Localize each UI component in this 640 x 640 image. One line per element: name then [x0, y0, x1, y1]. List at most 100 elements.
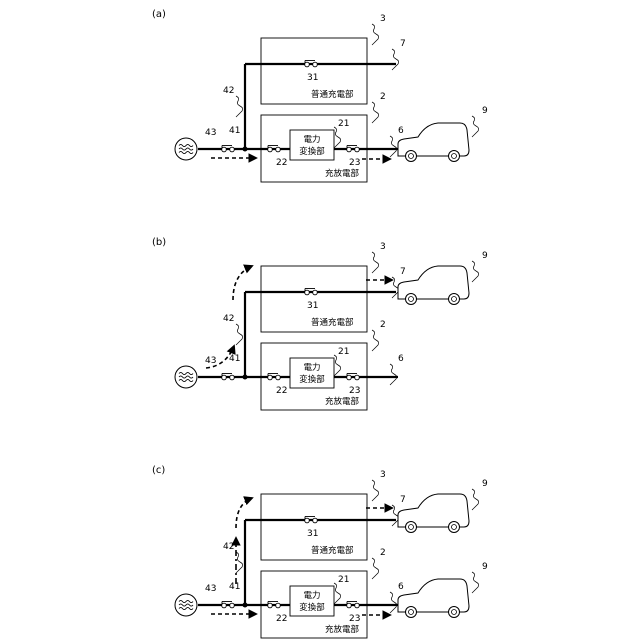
- ref-relay-31: 31: [307, 529, 318, 539]
- ref-relay-22: 22: [276, 158, 287, 168]
- vehicle-rear-hub: [452, 610, 457, 615]
- relay-contact-right: [355, 147, 360, 152]
- discharge-unit-label: 充放電部: [325, 396, 360, 407]
- ref-line-7: 7: [400, 267, 406, 277]
- panel-a: (a)普通充電部3充放電部2電力変換部21317424341222369: [152, 9, 488, 182]
- ref-relay-43: 43: [205, 356, 216, 366]
- leader-squiggle: [392, 49, 399, 70]
- ref-line-7: 7: [400, 39, 406, 49]
- panel-c: (c)普通充電部3充放電部2電力変換部213174243412223699: [152, 465, 488, 638]
- leader-squiggle: [472, 116, 479, 137]
- relay-contact-left: [347, 147, 352, 152]
- leader-squiggle: [372, 330, 379, 351]
- vehicle-front-hub: [409, 525, 414, 530]
- relay-contact-left: [222, 375, 227, 380]
- ref-vehicle: 9: [482, 106, 488, 116]
- converter-label-1: 電力: [303, 134, 320, 145]
- discharge-unit-label: 充放電部: [325, 168, 360, 179]
- leader-squiggle: [472, 261, 479, 282]
- relay-contact-left: [305, 518, 310, 523]
- relay-contact-left: [268, 147, 273, 152]
- ref-relay-43: 43: [205, 584, 216, 594]
- flow-arrow-up-branch: [233, 266, 252, 300]
- ref-line-41: 41: [229, 126, 240, 136]
- leader-squiggle: [372, 480, 379, 501]
- relay-contact-right: [313, 62, 318, 67]
- ref-relay-43: 43: [205, 128, 216, 138]
- ref-relay-23: 23: [349, 614, 360, 624]
- converter-label-1: 電力: [303, 590, 320, 601]
- junction-node: [243, 603, 248, 608]
- leader-squiggle: [372, 24, 379, 45]
- vehicle-normal: [398, 494, 469, 533]
- leader-squiggle: [236, 324, 243, 345]
- ref-relay-23: 23: [349, 386, 360, 396]
- panel-label: (a): [152, 9, 166, 20]
- ref-relay-22: 22: [276, 386, 287, 396]
- vehicle-front-hub: [409, 297, 414, 302]
- ref-discharge-unit: 2: [380, 92, 386, 102]
- normal-charger-label: 普通充電部: [311, 89, 354, 100]
- ref-converter: 21: [338, 575, 349, 585]
- relay-contact-right: [355, 375, 360, 380]
- vehicle-rear-hub: [452, 297, 457, 302]
- relay-contact-left: [305, 62, 310, 67]
- leader-squiggle: [390, 592, 397, 613]
- converter-label-2: 変換部: [299, 374, 325, 385]
- leader-squiggle: [472, 489, 479, 510]
- ref-converter: 21: [338, 119, 349, 129]
- relay-contact-right: [230, 603, 235, 608]
- ac-power-source: [175, 138, 197, 160]
- relay-contact-right: [230, 147, 235, 152]
- leader-squiggle: [390, 364, 397, 385]
- relay-contact-left: [347, 603, 352, 608]
- vehicle-front-hub: [409, 154, 414, 159]
- converter-label-2: 変換部: [299, 602, 325, 613]
- ref-line-42: 42: [223, 314, 234, 324]
- ref-line-6: 6: [398, 582, 404, 592]
- relay-contact-right: [276, 603, 281, 608]
- vehicle-discharge: [398, 579, 469, 618]
- ref-vehicle: 9: [482, 479, 488, 489]
- relay-contact-left: [268, 603, 273, 608]
- ref-line-42: 42: [223, 542, 234, 552]
- ref-normal-charger: 3: [380, 470, 386, 480]
- vehicle-discharge: [398, 123, 469, 162]
- leader-squiggle: [472, 572, 479, 593]
- ref-line-6: 6: [398, 354, 404, 364]
- ac-power-source: [175, 366, 197, 388]
- vehicle-rear-hub: [452, 525, 457, 530]
- ref-line-42: 42: [223, 86, 234, 96]
- leader-squiggle: [372, 252, 379, 273]
- ref-discharge-unit: 2: [380, 320, 386, 330]
- ref-vehicle: 9: [482, 251, 488, 261]
- panel-b: (b)普通充電部3充放電部2電力変換部21317424341222369: [152, 237, 488, 410]
- relay-contact-right: [276, 147, 281, 152]
- ref-relay-31: 31: [307, 301, 318, 311]
- leader-squiggle: [390, 136, 397, 157]
- leader-squiggle: [372, 102, 379, 123]
- ref-normal-charger: 3: [380, 14, 386, 24]
- relay-contact-right: [313, 290, 318, 295]
- relay-contact-right: [355, 603, 360, 608]
- relay-contact-left: [305, 290, 310, 295]
- relay-contact-left: [222, 147, 227, 152]
- leader-squiggle: [236, 96, 243, 117]
- vehicle-normal: [398, 266, 469, 305]
- relay-contact-right: [313, 518, 318, 523]
- ref-line-41: 41: [229, 354, 240, 364]
- ref-line-41: 41: [229, 582, 240, 592]
- ref-relay-23: 23: [349, 158, 360, 168]
- ac-power-source: [175, 594, 197, 616]
- vehicle-front-hub: [409, 610, 414, 615]
- panel-label: (b): [152, 237, 166, 248]
- ref-line-6: 6: [398, 126, 404, 136]
- relay-contact-left: [222, 603, 227, 608]
- ref-converter: 21: [338, 347, 349, 357]
- converter-label-2: 変換部: [299, 146, 325, 157]
- ref-relay-22: 22: [276, 614, 287, 624]
- junction-node: [243, 375, 248, 380]
- ref-line-7: 7: [400, 495, 406, 505]
- relay-contact-right: [230, 375, 235, 380]
